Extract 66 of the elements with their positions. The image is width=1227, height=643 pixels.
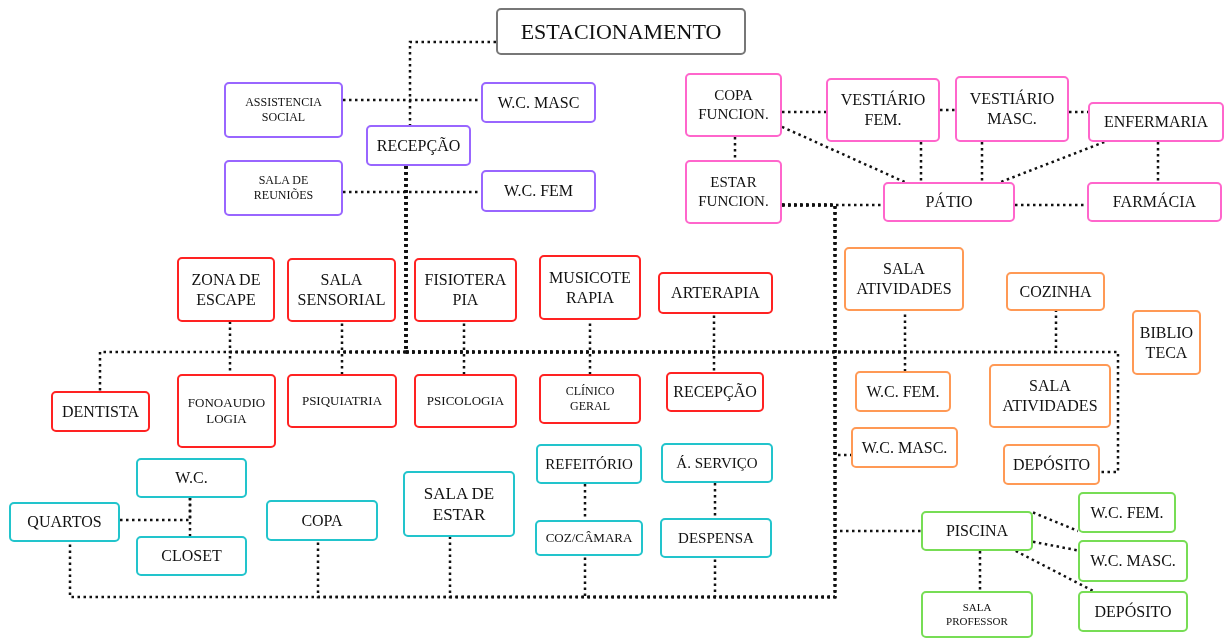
dotted-connector — [733, 137, 737, 160]
dotted-connector — [583, 484, 587, 520]
room-box: ENFERMARIA — [1088, 102, 1224, 142]
room-box: CLÍNICO GERAL — [539, 374, 641, 424]
dotted-connector — [1015, 549, 1094, 593]
dotted-connector — [1156, 142, 1160, 182]
room-box: VESTIÁRIO FEM. — [826, 78, 940, 142]
room-box: DEPÓSITO — [1003, 444, 1100, 485]
dotted-connector — [1015, 203, 1087, 207]
room-box: ARTERAPIA — [658, 272, 773, 314]
dotted-connector — [940, 108, 955, 112]
room-box: PSIQUIATRIA — [287, 374, 397, 428]
room-box: DEPÓSITO — [1078, 591, 1188, 632]
room-box: FARMÁCIA — [1087, 182, 1222, 222]
room-box: PSICOLOGIA — [414, 374, 517, 428]
room-box: Á. SERVIÇO — [661, 443, 773, 483]
room-box: PÁTIO — [883, 182, 1015, 222]
room-box: COPA — [266, 500, 378, 541]
room-box: PISCINA — [921, 511, 1033, 551]
room-box: COZ/CÂMARA — [535, 520, 643, 556]
room-box: W.C. FEM. — [1078, 492, 1176, 533]
room-box: SALA DE ESTAR — [403, 471, 515, 537]
room-box: MUSICOTE RAPIA — [539, 255, 641, 320]
room-box: SALA SENSORIAL — [287, 258, 396, 322]
room-box: ESTACIONAMENTO — [496, 8, 746, 55]
room-box: COZINHA — [1006, 272, 1105, 311]
room-box: W.C. MASC. — [851, 427, 958, 468]
room-box: VESTIÁRIO MASC. — [955, 76, 1069, 142]
dotted-connector — [343, 98, 481, 102]
dotted-connector — [120, 498, 192, 522]
room-box: FISIOTERA PIA — [414, 258, 517, 322]
room-box: SALA DE REUNIÕES — [224, 160, 343, 216]
dotted-connector — [713, 483, 717, 518]
room-box: RECEPÇÃO — [666, 372, 764, 412]
room-box: DENTISTA — [51, 391, 150, 432]
room-box: W.C. MASC — [481, 82, 596, 123]
dotted-connector — [1000, 140, 1105, 184]
dotted-connector — [978, 551, 982, 591]
room-box: REFEITÓRIO — [536, 444, 642, 484]
dotted-connector — [713, 203, 837, 599]
room-box: CLOSET — [136, 536, 247, 576]
dotted-connector — [1032, 511, 1079, 533]
room-box: ASSISTENCIA SOCIAL — [224, 82, 343, 138]
room-box: SALA ATIVIDADES — [989, 364, 1111, 428]
room-box: SALA ATIVIDADES — [844, 247, 964, 311]
dotted-connector — [782, 110, 826, 114]
room-box: FONOAUDIO LOGIA — [177, 374, 276, 448]
room-box: ZONA DE ESCAPE — [177, 257, 275, 322]
dotted-connector — [343, 190, 481, 194]
room-box: SALA PROFESSOR — [921, 591, 1033, 638]
room-box: W.C. MASC. — [1078, 540, 1188, 582]
room-box: RECEPÇÃO — [366, 125, 471, 166]
room-box: W.C. FEM. — [855, 371, 951, 412]
room-box: W.C. — [136, 458, 247, 498]
room-box: QUARTOS — [9, 502, 120, 542]
room-box: ESTAR FUNCION. — [685, 160, 782, 224]
dotted-connector — [188, 498, 192, 536]
dotted-connector — [408, 40, 496, 125]
dotted-connector — [1032, 540, 1079, 552]
dotted-connector — [781, 125, 906, 184]
room-box: W.C. FEM — [481, 170, 596, 212]
room-box: DESPENSA — [660, 518, 772, 558]
dotted-connector — [980, 142, 984, 182]
dotted-connector — [919, 142, 923, 182]
room-box: BIBLIO TECA — [1132, 310, 1201, 375]
room-box: COPA FUNCION. — [685, 73, 782, 137]
